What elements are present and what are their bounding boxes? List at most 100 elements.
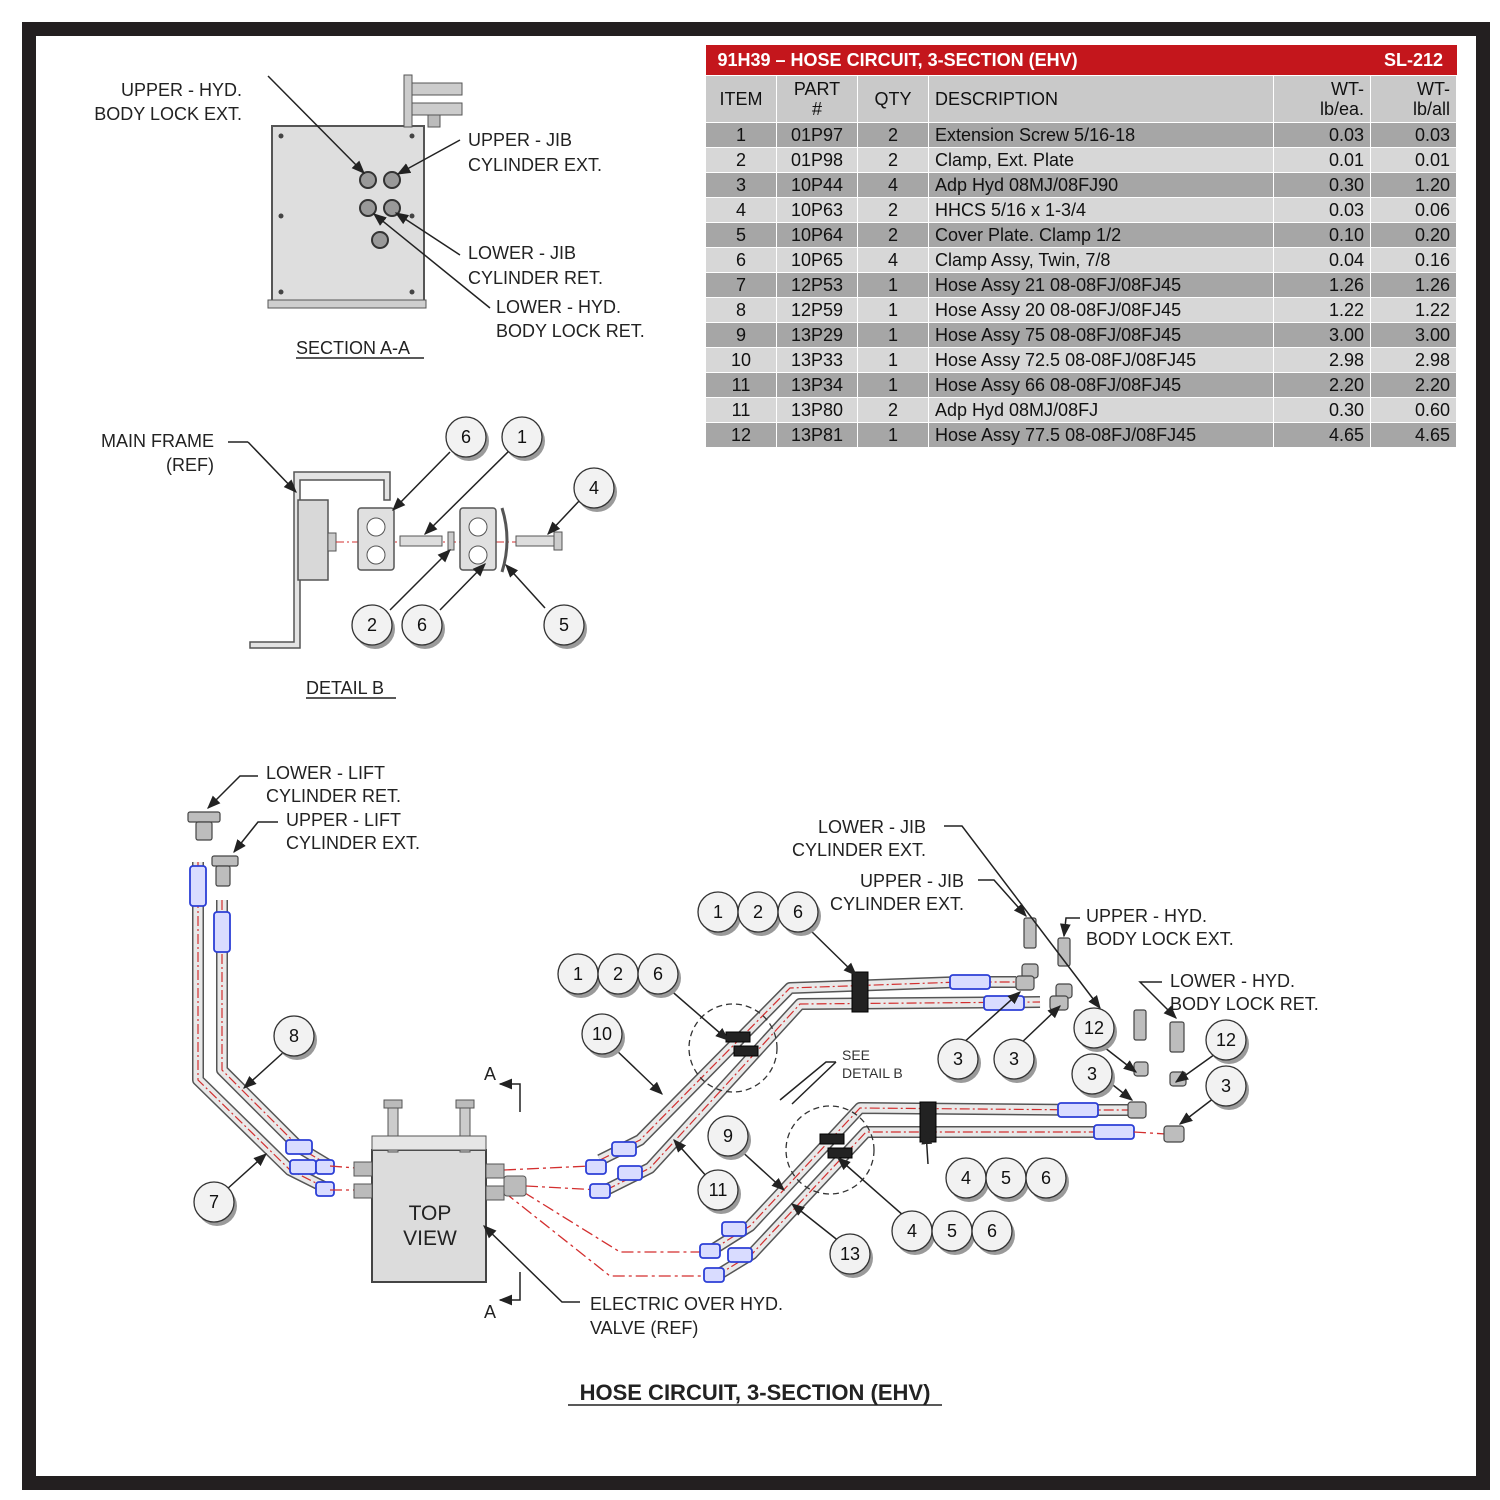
label-upper-jib-cylinder-ext: UPPER - JIB (468, 130, 572, 150)
cell-part: 12P53 (776, 272, 858, 298)
fitting-l4 (727, 1247, 753, 1263)
balloon-n8: 8 (273, 1015, 317, 1060)
cell-part: 01P97 (776, 122, 858, 148)
cell-qty: 2 (857, 122, 929, 148)
balloon-n11: 11 (697, 1169, 741, 1214)
balloon-g1b: 2 (737, 891, 781, 936)
cell-description: Hose Assy 66 08-08FJ/08FJ45 (928, 372, 1274, 398)
balloon-a3a: 3 (937, 1038, 981, 1083)
cell-item: 12 (705, 422, 777, 448)
balloon-g3a-text: 4 (961, 1168, 971, 1188)
label-lower-lift-cylinder-ret: LOWER - LIFT (266, 763, 385, 783)
balloon-g3c-text: 6 (1041, 1168, 1051, 1188)
section-cut-a-top: A (484, 1064, 496, 1084)
svg-text:CYLINDER EXT.: CYLINDER EXT. (792, 840, 926, 860)
balloon-n9: 9 (707, 1115, 751, 1160)
balloon-g4b-text: 5 (947, 1221, 957, 1241)
cell-wt-each: 3.00 (1273, 322, 1371, 348)
hose-circuit-main-view: TOP VIEW A A (187, 763, 1319, 1406)
line-valve-right-2 (525, 1185, 601, 1191)
cell-description: HHCS 5/16 x 1-3/4 (928, 197, 1274, 223)
detail-b-balloons: 6 1 4 2 6 5 (351, 416, 617, 649)
cell-wt-all: 0.60 (1370, 397, 1457, 423)
fitting-lift-5 (315, 1159, 335, 1175)
balloon-g2b: 2 (597, 953, 641, 998)
table-title-bar: 91H39 – HOSE CIRCUIT, 3-SECTION (EHV) SL… (705, 45, 1457, 76)
cell-qty: 4 (857, 247, 929, 273)
fitting-j4 (617, 1165, 643, 1181)
cell-wt-each: 0.10 (1273, 222, 1371, 248)
cell-item: 8 (705, 297, 777, 323)
cell-qty: 2 (857, 397, 929, 423)
balloon-detail-b5-text: 5 (559, 615, 569, 635)
balloon-detail-b4-text: 4 (589, 478, 599, 498)
svg-text:VIEW: VIEW (403, 1227, 457, 1250)
balloon-detail-b2-text: 2 (367, 615, 377, 635)
hose-item-8 (216, 900, 334, 1172)
cell-wt-each: 2.98 (1273, 347, 1371, 373)
balloon-a3c: 3 (1071, 1053, 1115, 1098)
cell-description: Clamp, Ext. Plate (928, 147, 1274, 173)
svg-text:CYLINDER EXT.: CYLINDER EXT. (830, 894, 964, 914)
svg-text:CYLINDER EXT.: CYLINDER EXT. (468, 155, 602, 175)
cell-part: 13P34 (776, 372, 858, 398)
cell-wt-each: 0.03 (1273, 197, 1371, 223)
balloon-a12b: 12 (1205, 1019, 1249, 1064)
svg-text:CYLINDER RET.: CYLINDER RET. (468, 268, 603, 288)
cell-description: Hose Assy 20 08-08FJ/08FJ45 (928, 297, 1274, 323)
balloon-g4b: 5 (931, 1210, 975, 1255)
balloon-detail-b1-text: 1 (517, 427, 527, 447)
cell-description: Hose Assy 77.5 08-08FJ/08FJ45 (928, 422, 1274, 448)
cell-wt-each: 1.22 (1273, 297, 1371, 323)
balloon-g2a-text: 1 (573, 964, 583, 984)
label-lower-hyd-bodylock-ret: LOWER - HYD. (496, 297, 621, 317)
cell-item: 11 (705, 372, 777, 398)
balloon-detail-b4: 4 (573, 467, 617, 512)
detail-b-title: DETAIL B (306, 678, 384, 698)
parts-table: 91H39 – HOSE CIRCUIT, 3-SECTION (EHV) SL… (705, 45, 1457, 448)
balloon-a12a: 12 (1073, 1007, 1117, 1052)
balloon-g4c: 6 (971, 1210, 1015, 1255)
table-title: 91H39 – HOSE CIRCUIT, 3-SECTION (EHV) (705, 45, 1371, 76)
cell-qty: 4 (857, 172, 929, 198)
fitting-j5 (949, 974, 991, 990)
line-valve-right-3 (503, 1179, 700, 1253)
cell-wt-all: 1.20 (1370, 172, 1457, 198)
clamp-upper-bend-1 (725, 1031, 751, 1043)
balloon-g4a-text: 4 (907, 1221, 917, 1241)
line-valve-left-1 (329, 1165, 357, 1169)
cell-wt-each: 0.30 (1273, 172, 1371, 198)
balloon-n7-text: 7 (209, 1192, 219, 1212)
balloon-a3a-text: 3 (953, 1049, 963, 1069)
balloon-a3c-text: 3 (1087, 1064, 1097, 1084)
fitting-j3 (589, 1183, 611, 1199)
cell-wt-each: 0.03 (1273, 122, 1371, 148)
cell-description: Extension Screw 5/16-18 (928, 122, 1274, 148)
balloon-n11-text: 11 (709, 1180, 728, 1200)
clamp-upper-straight (851, 971, 869, 1013)
balloon-detail-b2: 2 (351, 604, 395, 649)
cell-wt-all: 0.20 (1370, 222, 1457, 248)
fitting-l3 (703, 1267, 725, 1283)
label-main-frame: MAIN FRAME (101, 431, 214, 451)
cell-description: Hose Assy 72.5 08-08FJ/08FJ45 (928, 347, 1274, 373)
label-upper-hyd-bodylock-ext-main: UPPER - HYD. (1086, 906, 1207, 926)
balloon-g4a: 4 (891, 1210, 935, 1255)
balloon-g1a-text: 1 (713, 902, 723, 922)
cell-item: 7 (705, 272, 777, 298)
balloon-a12b-text: 12 (1216, 1030, 1236, 1050)
cell-part: 12P59 (776, 297, 858, 323)
cell-description: Adp Hyd 08MJ/08FJ90 (928, 172, 1274, 198)
balloon-detail-b6a: 6 (445, 416, 489, 461)
balloon-detail-b6b-text: 6 (417, 615, 427, 635)
section-cut-a-bottom: A (484, 1302, 496, 1322)
cell-description: Hose Assy 75 08-08FJ/08FJ45 (928, 322, 1274, 348)
balloon-n13: 13 (829, 1233, 873, 1278)
section-aa-title: SECTION A-A (296, 338, 410, 358)
